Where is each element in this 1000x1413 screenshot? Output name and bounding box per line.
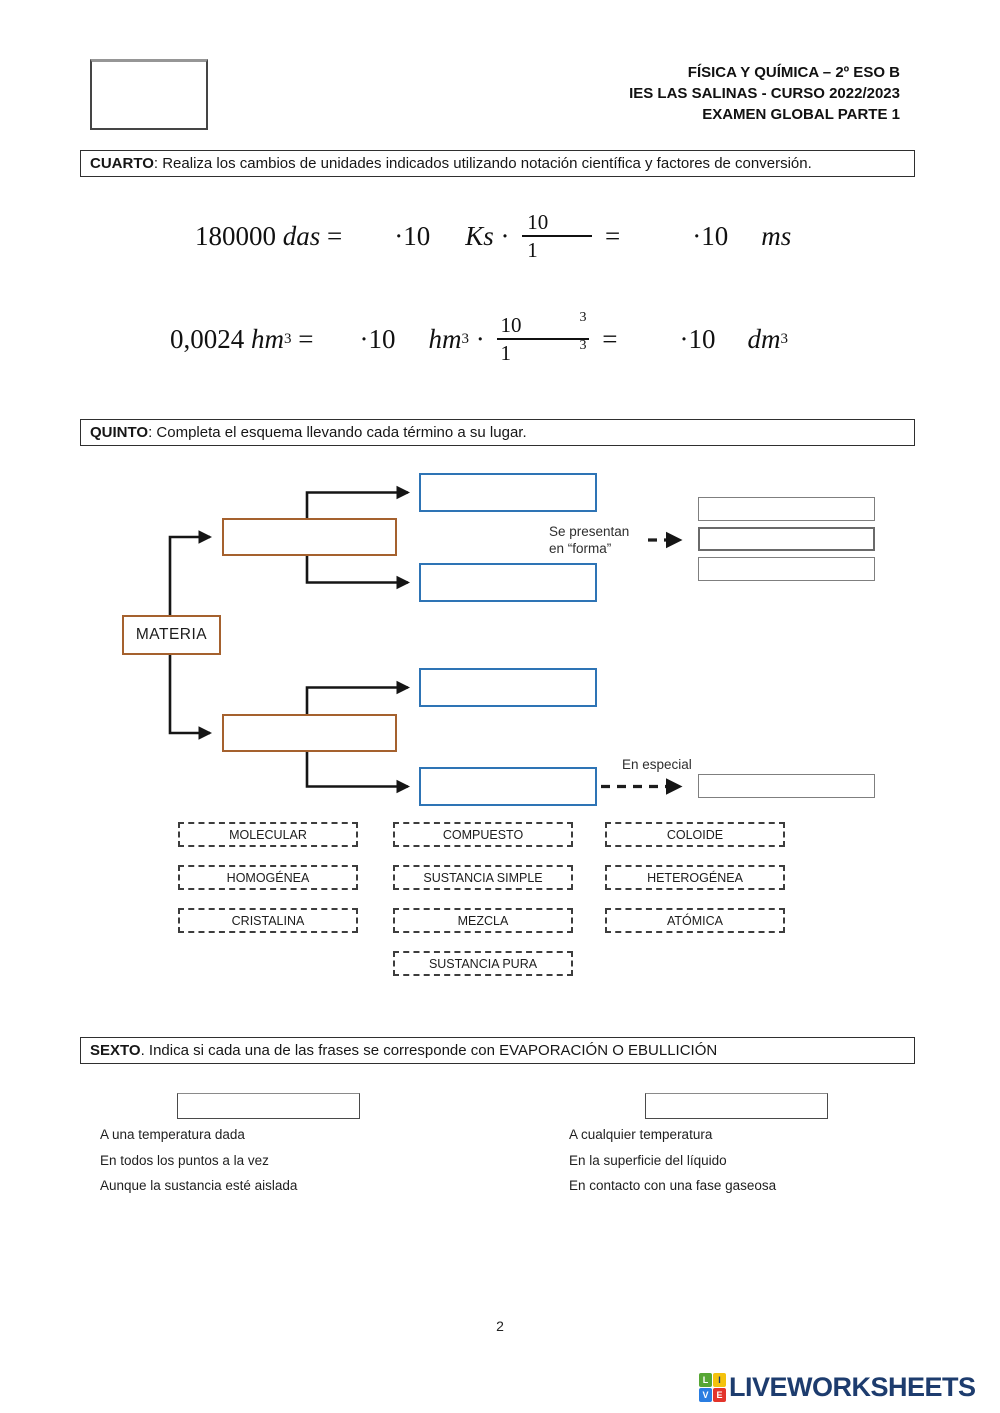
f2-blank-coefficient-2[interactable]	[617, 324, 679, 354]
term-chip-molecular[interactable]: MOLECULAR	[178, 822, 358, 847]
en-especial-label: En especial	[622, 757, 692, 772]
drop-box-brown-1[interactable]	[222, 518, 397, 556]
term-chip-atomica[interactable]: ATÓMICA	[605, 908, 785, 933]
liveworksheets-icon: L I V E	[699, 1373, 726, 1402]
f2-unit-hm3: hm	[428, 323, 462, 354]
f2-value: 0,0024	[170, 323, 251, 354]
section-sexto-label: SEXTO	[90, 1042, 141, 1059]
f2-blank-exponent[interactable]	[395, 324, 428, 354]
drop-box-blue-1[interactable]	[419, 473, 597, 512]
f1-fraction: 10 1	[522, 209, 593, 262]
page-number: 2	[496, 1318, 504, 1334]
term-chip-homogenea[interactable]: HOMOGÉNEA	[178, 865, 358, 890]
term-chip-compuesto[interactable]: COMPUESTO	[393, 822, 573, 847]
term-chip-cristalina[interactable]: CRISTALINA	[178, 908, 358, 933]
f1-value: 180000	[195, 220, 283, 251]
forma-target-3[interactable]	[698, 557, 875, 581]
name-box[interactable]	[90, 59, 208, 130]
f1-denominator: 1	[527, 238, 538, 262]
drop-box-blue-4[interactable]	[419, 767, 597, 806]
forma-target-1[interactable]	[698, 497, 875, 521]
phrases-right: A cualquier temperatura En la superficie…	[569, 1127, 776, 1204]
drop-box-brown-2[interactable]	[222, 714, 397, 752]
phrase: En contacto con una fase gaseosa	[569, 1178, 777, 1193]
section-quinto-header: QUINTO: Completa el esquema llevando cad…	[80, 419, 915, 446]
f2-unit-dm: dm	[747, 323, 781, 354]
phrase: A cualquier temperatura	[569, 1127, 713, 1142]
f1-unit-das: das	[282, 220, 321, 251]
f1-blank-coefficient[interactable]	[342, 221, 394, 251]
f1-unit-ks: Ks	[465, 220, 494, 251]
liveworksheets-wordmark: LIVEWORKSHEETS	[729, 1372, 976, 1402]
phrase: Aunque la sustancia esté aislada	[100, 1178, 298, 1193]
fraction-bar	[522, 235, 593, 237]
section-sexto-instruction: . Indica si cada una de las frases se co…	[140, 1042, 718, 1059]
forma-target-2[interactable]	[698, 527, 875, 551]
term-chip-mezcla[interactable]: MEZCLA	[393, 908, 573, 933]
f2-unit-hm: hm	[251, 323, 284, 354]
se-presentan-label: Se presentan en “forma”	[549, 524, 630, 556]
en-especial-target[interactable]	[698, 774, 875, 798]
liveworksheets-logo: L I V E LIVEWORKSHEETS	[699, 1372, 976, 1403]
phrase: A una temperatura dada	[100, 1127, 245, 1142]
f1-pow: ·10	[394, 220, 431, 251]
f2-blank-coefficient[interactable]	[313, 324, 359, 354]
section-quinto-instruction: : Completa el esquema llevando cada térm…	[148, 424, 527, 441]
f1-blank-exponent-2[interactable]	[728, 221, 761, 251]
section-sexto-header: SEXTO. Indica si cada una de las frases …	[80, 1037, 915, 1064]
header-line-2: IES LAS SALINAS - CURSO 2022/2023	[629, 85, 900, 102]
header-line-1: FÍSICA Y QUÍMICA – 2º ESO B	[687, 64, 900, 81]
header-title: FÍSICA Y QUÍMICA – 2º ESO B IES LAS SALI…	[629, 62, 900, 125]
f1-unit-ms: ms	[761, 220, 792, 251]
f1-blank-exponent[interactable]	[430, 221, 465, 251]
term-chip-sustancia-pura[interactable]: SUSTANCIA PURA	[393, 951, 573, 976]
f2-blank-exponent-2[interactable]	[715, 324, 747, 354]
section-cuarto-header: CUARTO: Realiza los cambios de unidades …	[80, 150, 915, 177]
term-chip-sustancia-simple[interactable]: SUSTANCIA SIMPLE	[393, 865, 573, 890]
phrase: En la superficie del líquido	[569, 1152, 727, 1168]
materia-box: MATERIA	[122, 615, 221, 655]
drop-box-blue-3[interactable]	[419, 668, 597, 707]
term-chip-heterogenea[interactable]: HETEROGÉNEA	[605, 865, 785, 890]
f2-pow-2: ·10	[679, 323, 716, 354]
drop-box-blue-2[interactable]	[419, 563, 597, 602]
f2-pow: ·10	[359, 323, 396, 354]
f1-blank-coefficient-2[interactable]	[620, 221, 692, 251]
phrases-left: A una temperatura dada En todos los punt…	[100, 1127, 297, 1204]
f1-numerator: 10	[527, 209, 549, 234]
phrase: En todos los puntos a la vez	[100, 1152, 269, 1168]
answer-box-left[interactable]	[177, 1093, 360, 1119]
header-line-3: EXAMEN GLOBAL PARTE 1	[702, 106, 900, 123]
section-cuarto-label: CUARTO	[90, 155, 154, 172]
section-quinto-label: QUINTO	[90, 424, 149, 441]
section-cuarto-instruction: : Realiza los cambios de unidades indica…	[153, 155, 812, 172]
answer-box-right[interactable]	[645, 1093, 828, 1119]
term-chip-coloide[interactable]: COLOIDE	[605, 822, 785, 847]
f1-pow-2: ·10	[692, 220, 729, 251]
fraction-bar	[497, 338, 590, 340]
